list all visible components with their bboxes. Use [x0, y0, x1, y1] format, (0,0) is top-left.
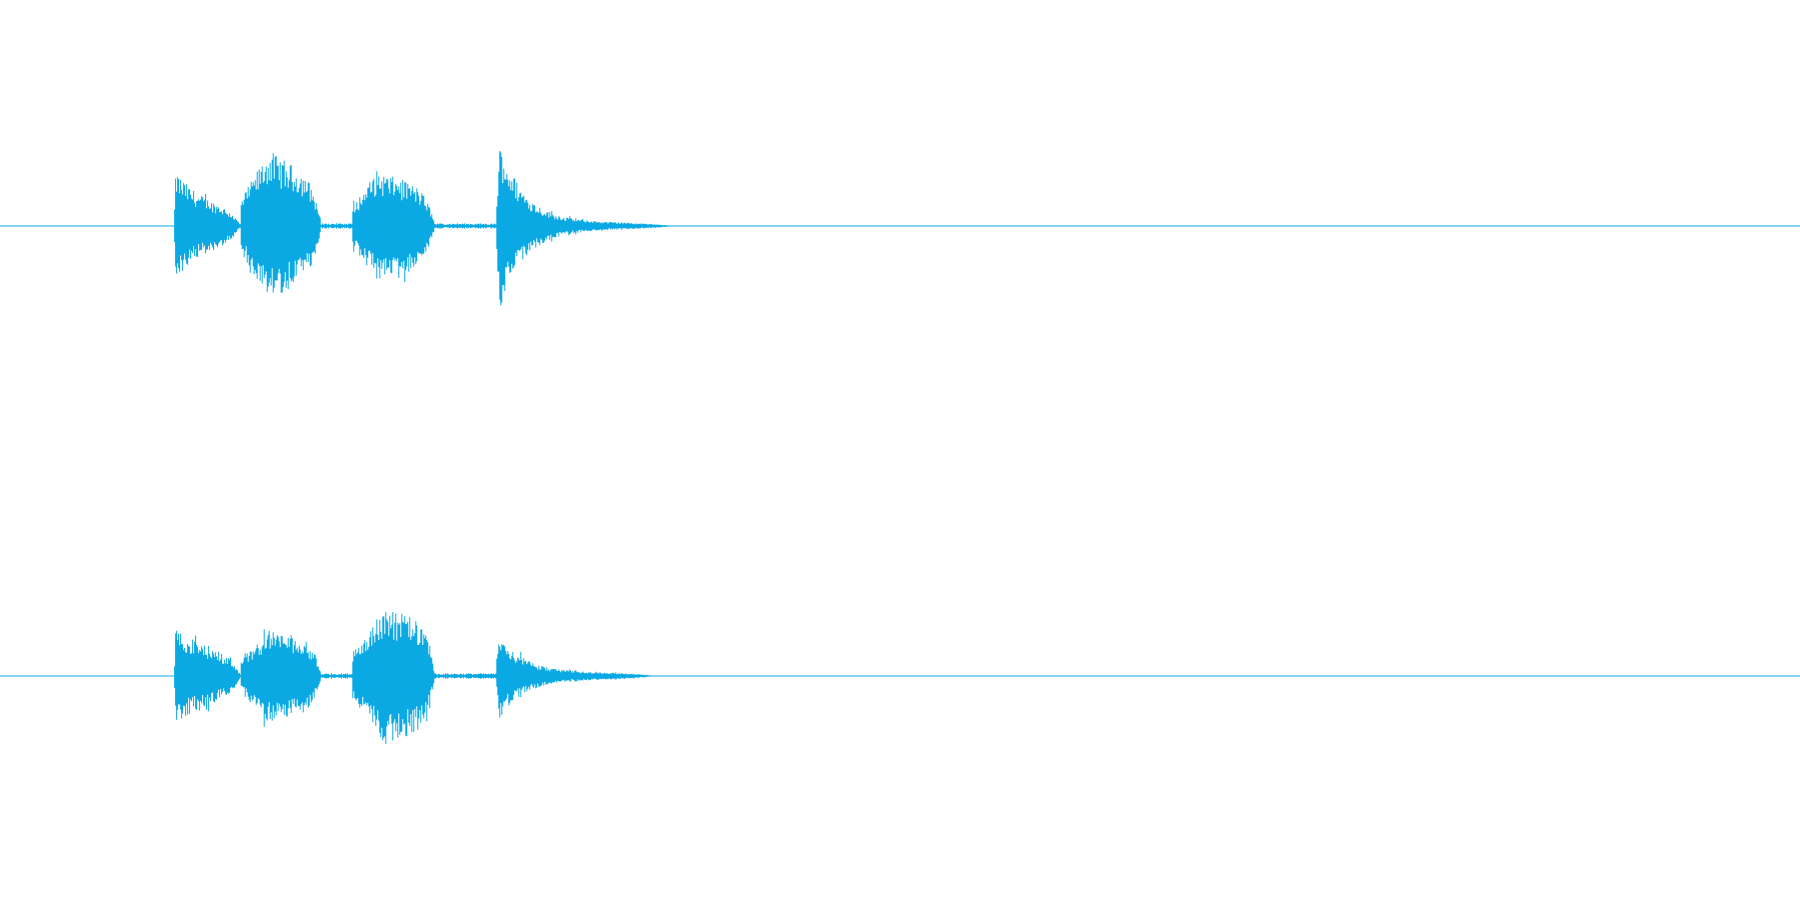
channel-2-waveform[interactable] [0, 612, 1800, 744]
channel-1-waveform[interactable] [0, 150, 1800, 306]
channel-1-amplitude [174, 150, 670, 306]
channel-2-amplitude [174, 612, 652, 744]
